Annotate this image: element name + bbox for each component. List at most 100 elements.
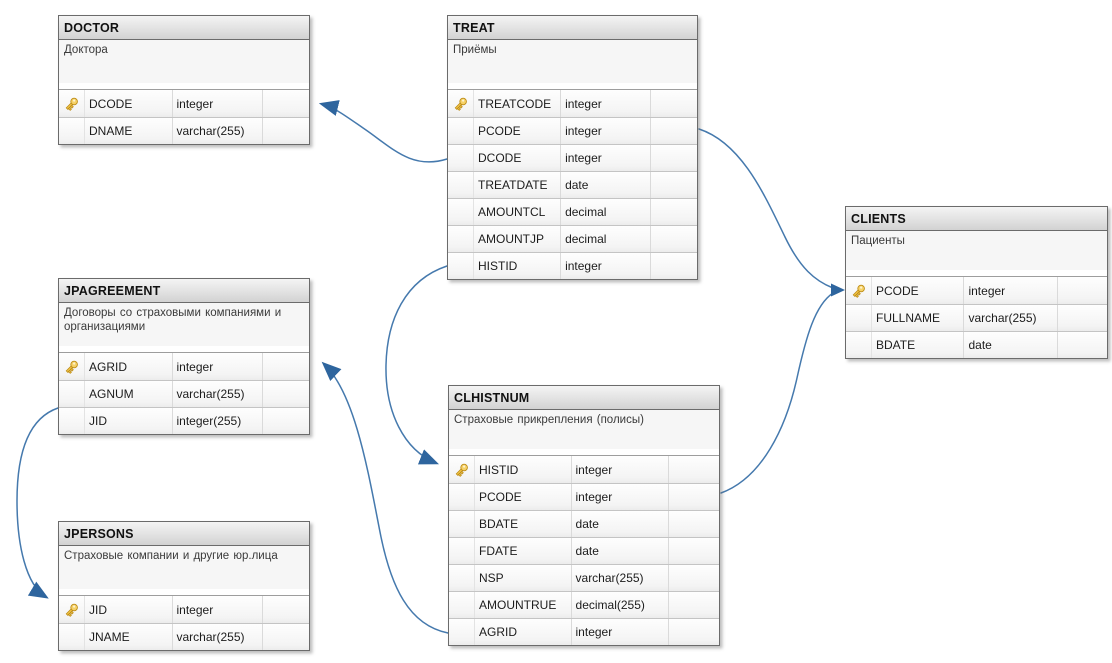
- relation-clhistnum-pcode-to-clients[interactable]: [720, 292, 834, 494]
- table-row[interactable]: PCODE integer: [449, 483, 719, 510]
- column-name: AMOUNTRUE: [479, 598, 557, 612]
- table-row[interactable]: AMOUNTCL decimal: [448, 198, 697, 225]
- column-name: JID: [89, 602, 107, 617]
- table-row[interactable]: TREATDATE date: [448, 171, 697, 198]
- column-type: date: [570, 511, 668, 537]
- primary-key-icon: [59, 596, 85, 623]
- clients-arrowhead-icon: [831, 283, 845, 297]
- column-type: decimal: [560, 199, 650, 225]
- column-name: AMOUNTCL: [478, 205, 546, 219]
- table-jpersons[interactable]: JPERSONS Страховые компании и другие юр.…: [58, 521, 310, 651]
- column-name: JNAME: [89, 630, 130, 644]
- column-type: date: [560, 172, 650, 198]
- column-name: AGNUM: [89, 387, 134, 401]
- table-row[interactable]: DNAME varchar(255): [59, 117, 309, 144]
- table-row[interactable]: JID integer: [59, 596, 309, 623]
- column-type: integer(255): [171, 408, 262, 434]
- table-clients[interactable]: CLIENTS Пациенты PCODE integer FULLNAME …: [845, 206, 1108, 359]
- column-name: PCODE: [876, 283, 919, 298]
- table-row[interactable]: AGRID integer: [449, 618, 719, 645]
- column-name: HISTID: [479, 462, 519, 477]
- table-clhistnum-title[interactable]: CLHISTNUM: [449, 386, 719, 410]
- column-type: integer: [560, 253, 650, 279]
- relation-treat-pcode-to-clients[interactable]: [698, 128, 834, 289]
- primary-key-icon: [449, 456, 475, 483]
- table-row[interactable]: JID integer(255): [59, 407, 309, 434]
- column-type: varchar(255): [171, 118, 262, 144]
- table-doctor-description: Доктора: [59, 40, 309, 83]
- primary-key-icon: [448, 90, 474, 117]
- column-type: integer: [171, 596, 262, 623]
- table-row[interactable]: DCODE integer: [448, 144, 697, 171]
- column-name: TREATDATE: [478, 178, 548, 192]
- column-name: BDATE: [876, 338, 916, 352]
- column-name: JID: [89, 414, 107, 428]
- table-doctor-title[interactable]: DOCTOR: [59, 16, 309, 40]
- column-type: integer: [560, 90, 650, 117]
- column-name: DNAME: [89, 124, 133, 138]
- column-type: varchar(255): [171, 381, 262, 407]
- column-name: NSP: [479, 571, 504, 585]
- table-row[interactable]: DCODE integer: [59, 90, 309, 117]
- column-type: varchar(255): [570, 565, 668, 591]
- table-clients-description: Пациенты: [846, 231, 1107, 270]
- table-jpersons-title[interactable]: JPERSONS: [59, 522, 309, 546]
- column-name: FDATE: [479, 544, 518, 558]
- column-name: AGRID: [89, 359, 128, 374]
- table-row[interactable]: AMOUNTRUE decimal(255): [449, 591, 719, 618]
- table-clhistnum[interactable]: CLHISTNUM Страховые прикрепления (полисы…: [448, 385, 720, 646]
- table-row[interactable]: BDATE date: [846, 331, 1107, 358]
- column-name: DCODE: [89, 96, 133, 111]
- column-type: integer: [570, 456, 668, 483]
- column-type: decimal(255): [570, 592, 668, 618]
- table-row[interactable]: FDATE date: [449, 537, 719, 564]
- table-row[interactable]: AMOUNTJP decimal: [448, 225, 697, 252]
- column-type: integer: [963, 277, 1057, 304]
- column-name: PCODE: [479, 490, 522, 504]
- column-name: BDATE: [479, 517, 519, 531]
- table-row[interactable]: BDATE date: [449, 510, 719, 537]
- column-name: AMOUNTJP: [478, 232, 544, 246]
- table-row[interactable]: PCODE integer: [448, 117, 697, 144]
- column-type: varchar(255): [171, 624, 262, 650]
- table-row[interactable]: PCODE integer: [846, 277, 1107, 304]
- column-type: integer: [171, 90, 262, 117]
- relation-treat-histid-to-clhistnum[interactable]: [385, 265, 448, 465]
- table-row[interactable]: NSP varchar(255): [449, 564, 719, 591]
- table-row[interactable]: FULLNAME varchar(255): [846, 304, 1107, 331]
- table-row[interactable]: HISTID integer: [448, 252, 697, 279]
- column-name: PCODE: [478, 124, 521, 138]
- table-jpagreement-title[interactable]: JPAGREEMENT: [59, 279, 309, 303]
- column-type: date: [963, 332, 1057, 358]
- column-type: integer: [560, 145, 650, 171]
- table-treat-title[interactable]: TREAT: [448, 16, 697, 40]
- table-jpagreement-description: Договоры со страховыми компаниями и орга…: [59, 303, 309, 346]
- column-name: TREATCODE: [478, 96, 552, 111]
- table-jpagreement[interactable]: JPAGREEMENT Договоры со страховыми компа…: [58, 278, 310, 435]
- table-row[interactable]: HISTID integer: [449, 456, 719, 483]
- table-row[interactable]: JNAME varchar(255): [59, 623, 309, 650]
- relation-treat-dcode-to-doctor[interactable]: [318, 100, 448, 163]
- table-jpersons-description: Страховые компании и другие юр.лица: [59, 546, 309, 589]
- table-clients-title[interactable]: CLIENTS: [846, 207, 1107, 231]
- table-clhistnum-description: Страховые прикрепления (полисы): [449, 410, 719, 449]
- table-row[interactable]: AGNUM varchar(255): [59, 380, 309, 407]
- column-type: integer: [570, 619, 668, 645]
- column-name: AGRID: [479, 625, 518, 639]
- primary-key-icon: [846, 277, 872, 304]
- table-doctor[interactable]: DOCTOR Доктора DCODE integer DNAME varch…: [58, 15, 310, 145]
- column-name: FULLNAME: [876, 311, 941, 325]
- column-name: DCODE: [478, 151, 522, 165]
- primary-key-icon: [59, 90, 85, 117]
- column-type: integer: [560, 118, 650, 144]
- relation-jpagreement-jid-to-jpersons[interactable]: [16, 407, 59, 599]
- relation-clhistnum-agrid-to-jpagreement[interactable]: [321, 361, 449, 634]
- column-type: date: [570, 538, 668, 564]
- table-treat[interactable]: TREAT Приёмы TREATCODE integer PCODE int…: [447, 15, 698, 280]
- table-row[interactable]: AGRID integer: [59, 353, 309, 380]
- column-type: integer: [570, 484, 668, 510]
- column-type: decimal: [560, 226, 650, 252]
- table-row[interactable]: TREATCODE integer: [448, 90, 697, 117]
